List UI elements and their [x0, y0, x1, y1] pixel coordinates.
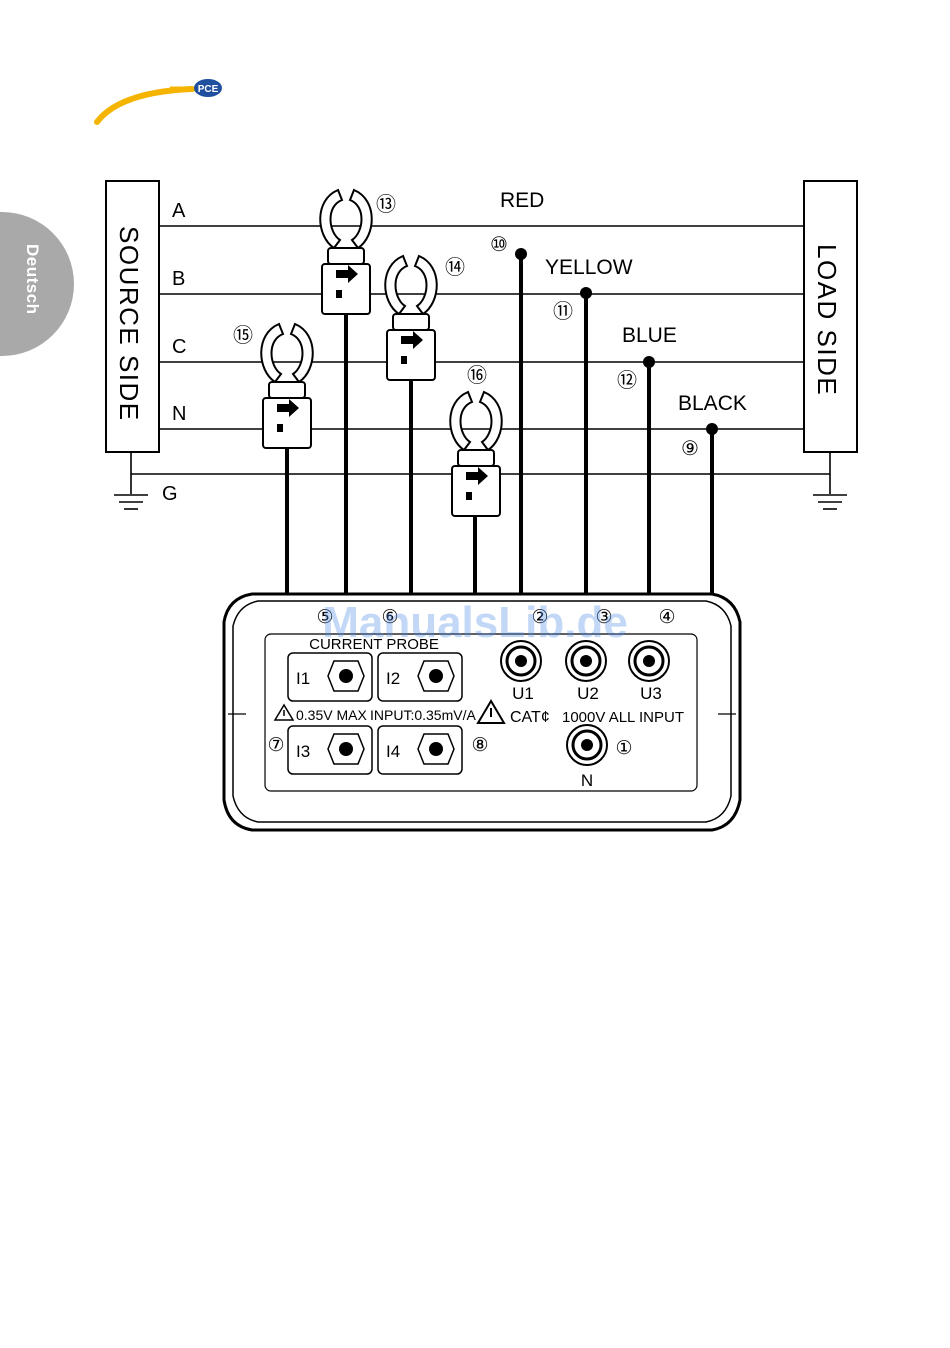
voltage-n-label: N [581, 771, 593, 790]
wire-label-blue: BLUE [622, 324, 677, 347]
callout-12: ⑫ [617, 369, 637, 392]
logo-text: PCE [198, 84, 219, 95]
load-side-label: LOAD SIDE [812, 244, 842, 396]
watermark: ManualsLib.de [322, 598, 628, 647]
callout-4: ④ [658, 607, 675, 628]
clamp-probe-14 [385, 256, 437, 380]
clamp-probe-16 [450, 392, 502, 516]
input-i4-label: I4 [386, 742, 400, 761]
black-lead-clip [706, 423, 718, 435]
voltage-u1-label: U1 [512, 684, 534, 703]
clamp-probe-15 [261, 324, 313, 448]
callout-16: ⑯ [467, 364, 487, 387]
line-a-label: A [172, 200, 186, 222]
voltage-u3-label: U3 [640, 684, 662, 703]
callout-15: ⑮ [233, 324, 253, 347]
yellow-lead-clip [580, 287, 592, 299]
line-c-label: C [172, 336, 186, 358]
callout-11: ⑪ [553, 300, 573, 323]
blue-lead-clip [643, 356, 655, 368]
source-side-label: SOURCE SIDE [114, 226, 144, 422]
input-ratio-label: INPUT:0.35mV/A [370, 707, 476, 723]
callout-9: ⑨ [681, 438, 699, 460]
ground-label: G [162, 483, 178, 505]
input-i2-label: I2 [386, 669, 400, 688]
pce-logo: PCE [97, 79, 222, 122]
line-n-label: N [172, 403, 186, 425]
callout-14: ⑭ [445, 256, 465, 279]
all-input-label: 1000V ALL INPUT [562, 709, 684, 726]
callout-1: ① [615, 738, 632, 759]
wire-label-yellow: YELLOW [545, 256, 633, 279]
input-i1-label: I1 [296, 669, 310, 688]
wire-label-black: BLACK [678, 392, 747, 415]
red-lead-clip [515, 248, 527, 260]
voltage-u2-label: U2 [577, 684, 599, 703]
max-voltage-label: 0.35V MAX [296, 707, 367, 723]
callout-10: ⑩ [490, 234, 508, 256]
callout-13: ⑬ [376, 193, 396, 216]
cat-label: CAT¢ [510, 709, 550, 726]
callout-8: ⑧ [471, 735, 488, 756]
wire-label-red: RED [500, 189, 544, 212]
line-b-label: B [172, 268, 185, 290]
callout-7: ⑦ [267, 735, 284, 756]
input-i3-label: I3 [296, 742, 310, 761]
clamp-probe-13 [320, 190, 372, 314]
